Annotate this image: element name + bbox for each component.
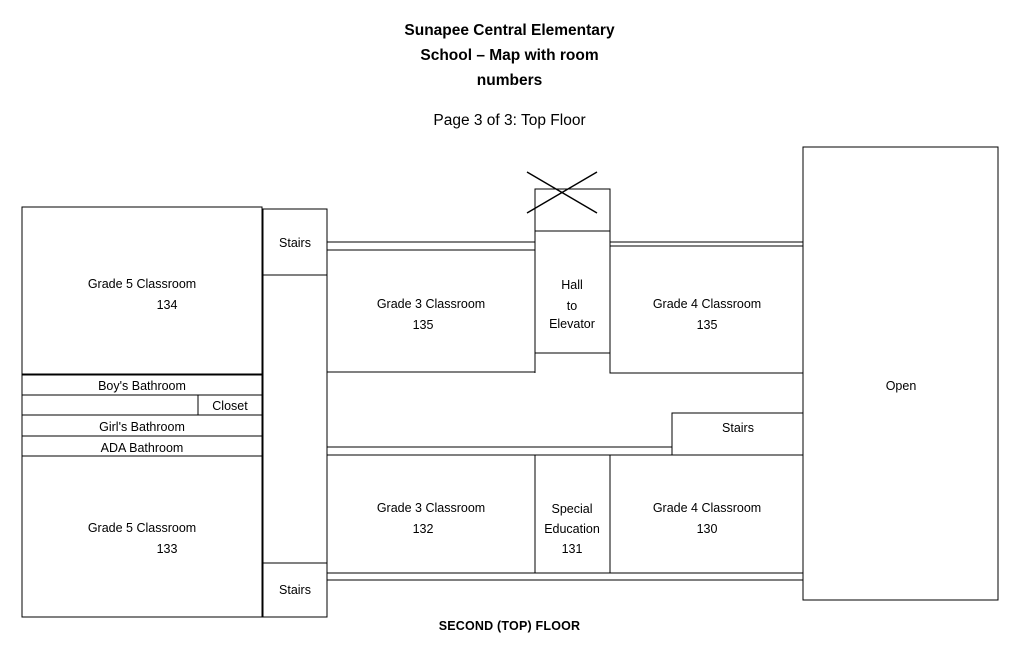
room-grade4-classroom-135: Grade 4 Classroom 135 — [609, 245, 804, 374]
room-special-education-131: Special Education 131 — [534, 454, 611, 574]
room-stairs-top-left: Stairs — [262, 208, 328, 276]
room-number-special-ed-131: 131 — [562, 542, 583, 556]
cross-out-mark-stroke-2 — [526, 171, 598, 214]
room-boys-bathroom: Boy's Bathroom — [21, 374, 263, 396]
page-title-line-3: numbers — [476, 72, 543, 89]
room-crossed-out — [526, 171, 611, 232]
room-grade3-classroom-135: Grade 3 Classroom 135 — [326, 249, 536, 373]
room-label-hall-line2: to — [567, 299, 577, 313]
room-label-boys-bathroom: Boy's Bathroom — [98, 379, 186, 393]
room-ada-bathroom: ADA Bathroom — [21, 435, 263, 457]
room-number-grade4-130: 130 — [697, 522, 718, 536]
room-grade5-classroom-134: Grade 5 Classroom 134 — [21, 206, 263, 375]
room-label-special-ed-line1: Special — [552, 502, 593, 516]
room-grade4-classroom-130: Grade 4 Classroom 130 — [609, 454, 804, 574]
room-closet: Closet — [197, 394, 263, 416]
room-label-special-ed-line2: Education — [544, 522, 600, 536]
room-label-grade4-130-line1: Grade 4 Classroom — [653, 501, 761, 515]
room-number-grade5-134: 134 — [157, 298, 178, 312]
room-label-grade3-132-line1: Grade 3 Classroom — [377, 501, 485, 515]
corridor-left-wing — [262, 275, 328, 563]
room-number-grade3-132: 132 — [413, 522, 434, 536]
room-hall-to-elevator: Hall to Elevator — [534, 230, 611, 373]
room-stairs-bottom-left: Stairs — [262, 562, 328, 618]
room-label-hall-line1: Hall — [561, 278, 583, 292]
page-title: Sunapee Central Elementary School – Map … — [0, 18, 1019, 93]
room-label-stairs-bottom-left: Stairs — [279, 583, 311, 597]
room-number-grade5-133: 133 — [157, 542, 178, 556]
room-open-area: Open — [802, 146, 999, 601]
room-label-grade4-135-line1: Grade 4 Classroom — [653, 297, 761, 311]
room-label-girls-bathroom: Girl's Bathroom — [99, 420, 185, 434]
page-title-line-2: School – Map with room — [420, 47, 599, 64]
room-label-hall-line3: Elevator — [549, 317, 595, 331]
page-subtitle: Page 3 of 3: Top Floor — [433, 112, 586, 129]
room-label-grade5-134-line1: Grade 5 Classroom — [88, 277, 196, 291]
room-label-grade5-133-line1: Grade 5 Classroom — [88, 521, 196, 535]
room-girls-bathroom: Girl's Bathroom — [21, 414, 263, 437]
room-label-grade3-135-line1: Grade 3 Classroom — [377, 297, 485, 311]
room-number-grade3-135: 135 — [413, 318, 434, 332]
page-title-line-1: Sunapee Central Elementary — [404, 22, 615, 39]
room-grade5-classroom-133: Grade 5 Classroom 133 — [21, 455, 263, 618]
room-label-closet: Closet — [212, 399, 248, 413]
room-label-stairs-top-left: Stairs — [279, 236, 311, 250]
room-number-grade4-135: 135 — [697, 318, 718, 332]
room-stairs-middle-right: Stairs — [671, 412, 804, 456]
room-label-stairs-middle-right: Stairs — [722, 421, 754, 435]
floor-footer-label: SECOND (TOP) FLOOR — [438, 619, 581, 633]
room-label-open-area: Open — [886, 379, 917, 393]
room-label-ada-bathroom: ADA Bathroom — [101, 441, 184, 455]
room-bathroom-anteroom — [21, 394, 199, 416]
room-grade3-classroom-132: Grade 3 Classroom 132 — [326, 454, 536, 574]
